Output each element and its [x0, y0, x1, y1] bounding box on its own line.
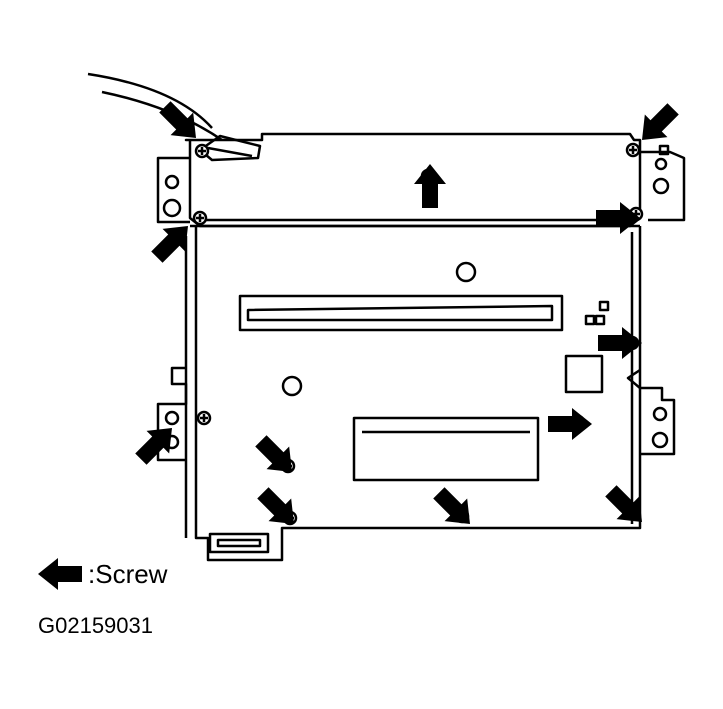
- mounting-hole: [654, 157, 668, 171]
- left-mounting-ear: [156, 156, 190, 224]
- small-component: [594, 314, 606, 326]
- display-window: [352, 416, 540, 482]
- plate-hole: [281, 375, 303, 397]
- mounting-hole: [164, 174, 180, 190]
- plate-hole: [455, 261, 477, 283]
- top-bracket: [184, 132, 642, 228]
- screw-arrow-icon: [642, 103, 679, 140]
- screw-arrow-icon: [596, 202, 640, 234]
- main-plate: [194, 226, 642, 562]
- disc-slot: [238, 294, 564, 332]
- small-component: [598, 300, 610, 312]
- mounting-hole: [164, 410, 180, 426]
- wire-harness: [101, 90, 223, 142]
- screw-arrow-icon: [548, 408, 592, 440]
- cable-clamp: [198, 134, 262, 162]
- connector: [208, 532, 270, 554]
- screw-arrow-icon: [433, 487, 470, 524]
- disc-slot-inner: [246, 304, 554, 322]
- mounting-hole: [652, 177, 670, 195]
- legend-label: :Screw: [88, 559, 168, 589]
- screw-arrow-icon: [159, 101, 196, 138]
- small-component: [584, 314, 596, 326]
- mounting-hole: [652, 406, 668, 422]
- screw-arrow-icon: [605, 485, 642, 522]
- mounting-hole: [162, 198, 182, 218]
- figure-code: G02159031: [38, 613, 153, 638]
- screw-arrow-icon: [414, 164, 446, 208]
- right-mounting-ear: [640, 150, 686, 222]
- screw-icon: [194, 143, 210, 159]
- mounting-hole: [651, 431, 669, 449]
- latch-tab: [658, 144, 670, 156]
- right-side-bracket: [626, 368, 676, 456]
- screw-arrow-icon: [135, 428, 172, 465]
- screw-arrow-icon: [255, 435, 292, 472]
- square-component: [564, 354, 604, 394]
- wire-harness: [87, 72, 213, 129]
- screw-arrow-icon: [598, 327, 642, 359]
- screw-arrow-icon: [151, 226, 188, 263]
- screw-icon: [625, 142, 641, 158]
- legend-arrow-icon: [38, 558, 82, 590]
- connector-inner: [216, 538, 262, 548]
- screw-icon: [196, 410, 212, 426]
- screw-icon: [192, 210, 208, 226]
- screw-arrow-icon: [257, 487, 294, 524]
- cable-clamp: [207, 146, 253, 158]
